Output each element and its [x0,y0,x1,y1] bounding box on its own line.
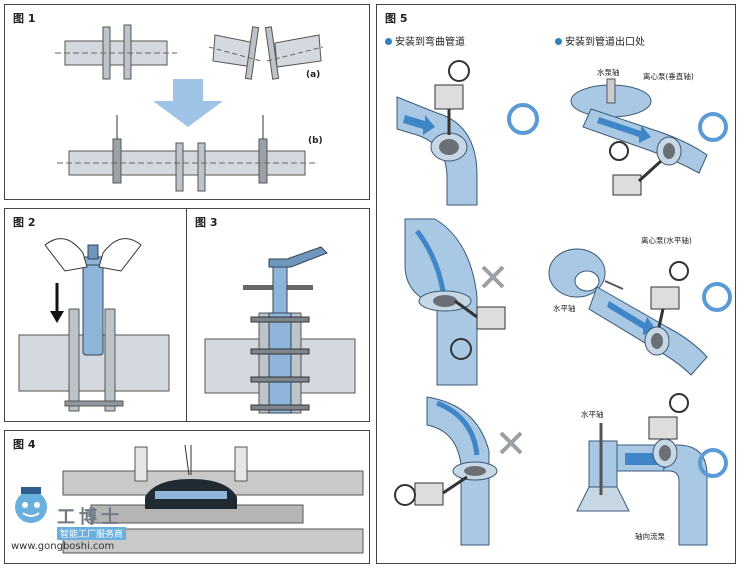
flange-right [123,24,132,80]
watermark-tagline: 智能工厂服务商 [57,527,127,540]
label-axial-flow-pump: 轴向流泵 [635,531,665,541]
figure-4-drawing [62,444,364,554]
flange-left [68,308,80,412]
figure-2-drawing [18,238,170,412]
bolts [250,316,310,411]
butterfly-valve [82,260,104,356]
watermark-logo [11,485,51,527]
vertical-pump-ok [570,78,728,196]
bolt [64,400,124,407]
label-centrifugal-pump-vertical: 离心泵(垂直轴) [643,71,694,81]
subtitle-pipe-outlet: 安装到管道出口处 [555,33,645,48]
bent-pipe-no-1 [404,218,506,386]
horizontal-pump-ok [548,248,732,376]
insert-arrow [50,311,64,323]
figure-5-panel: 图 5 安装到弯曲管道 安装到管道出口处 [376,4,736,564]
bolt-left [112,138,122,184]
valve-stem [272,266,288,314]
pipe [18,334,170,392]
subtitle-pipe-outlet-text: 安装到管道出口处 [565,37,645,48]
figure-2-title: 图 2 [13,216,36,229]
pipe-aligned [64,40,168,66]
label-centrifugal-pump-horizontal: 离心泵(水平轴) [641,235,692,245]
bullet-dot [385,38,392,45]
misaligned-pipes [208,26,324,80]
figure-5-title: 图 5 [385,12,408,25]
figure-1-label-a: (a) [306,70,320,80]
watermark-brand: 工博士 [57,507,123,528]
label-horizontal-shaft-2: 水平轴 [581,409,604,419]
bolt-right [258,138,268,184]
flange-b-left [175,142,184,192]
valve-disc [155,491,227,499]
flange-right [104,308,116,412]
flange-b-right [197,142,206,192]
figure-4-panel: 图 4 工博士 智能工厂服务商 www.gongboshi.com [4,430,370,564]
down-arrow [153,79,223,127]
bent-pipe-no-2 [394,396,523,546]
hand-left [44,238,88,272]
label-vertical-pump-shaft: 水泵轴 [597,67,620,77]
label-horizontal-shaft-1: 水平轴 [553,303,576,313]
subtitle-bent-pipe-text: 安装到弯曲管道 [395,37,465,48]
figure-1-label-b: (b) [308,136,323,146]
valve-handle [268,246,328,268]
valve-body [268,312,292,414]
subtitle-bent-pipe: 安装到弯曲管道 [385,33,465,48]
figure-3-title: 图 3 [195,216,218,229]
figure-4-title: 图 4 [13,438,36,451]
axial-pump-ok [576,393,728,546]
figure-1-title: 图 1 [13,12,36,25]
hand-right [98,238,142,272]
figure-5-drawing: 水泵轴 离心泵(垂直轴) 离心泵(水平轴) 水平轴 [394,60,732,546]
flange-left [258,312,270,414]
watermark-url: www.gongboshi.com [11,541,115,552]
bent-pipe-ok [396,60,539,206]
figure-3-drawing [204,246,356,414]
flange-right [290,312,302,414]
bullet-dot [555,38,562,45]
figure-2-panel: 图 2 [4,208,188,422]
figure-3-panel: 图 3 [186,208,370,422]
figure-1-drawing: (a) (b) [55,24,324,192]
figure-1-panel: 图 1 (a) (b) [4,4,370,200]
ok-ring [507,103,539,135]
